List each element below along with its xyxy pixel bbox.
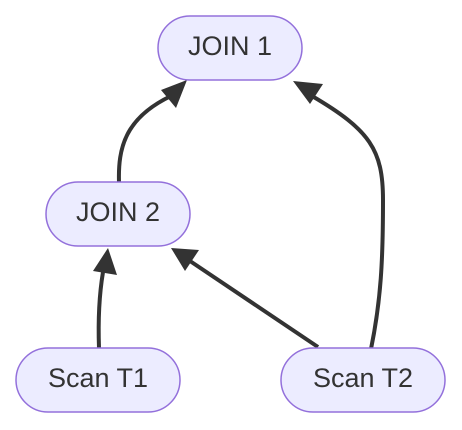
edge-scant1-to-join2 (96, 271, 105, 349)
edge-scant2-to-join1 (310, 94, 386, 350)
node-scan-t1-label: Scan T1 (48, 363, 148, 393)
node-join2-box (45, 181, 191, 247)
node-scan-t2: Scan T2 (280, 347, 446, 413)
node-join1-label: JOIN 1 (188, 31, 272, 61)
arrowhead-join1-left (161, 80, 187, 108)
arrowhead-join2-bottom (93, 248, 117, 275)
node-scan-t1: Scan T1 (15, 347, 181, 413)
node-scan-t2-label: Scan T2 (313, 363, 413, 393)
edge-join2-to-join1 (116, 94, 172, 183)
node-scan-t2-box (280, 347, 446, 413)
node-join1-box (157, 15, 303, 81)
node-join2: JOIN 2 (45, 181, 191, 247)
node-scan-t1-box (15, 347, 181, 413)
node-join2-label: JOIN 2 (76, 197, 160, 227)
arrowhead-join2-right (171, 248, 199, 271)
node-join1: JOIN 1 (157, 15, 303, 81)
edge-scant2-to-join2 (185, 257, 320, 349)
edges (93, 80, 386, 350)
arrowhead-join1-right (293, 81, 323, 104)
